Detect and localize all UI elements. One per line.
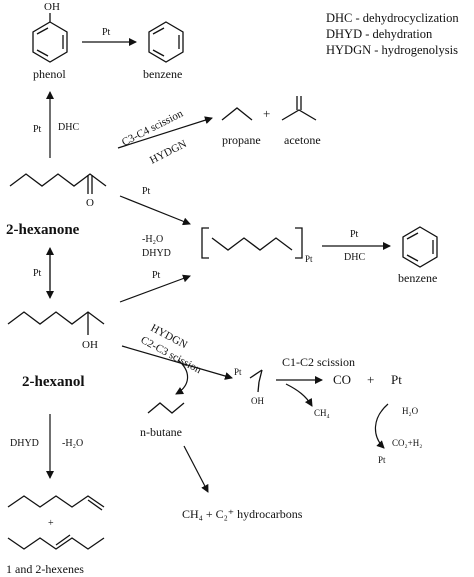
plus-propane-acetone: + — [263, 106, 270, 121]
benzene-right-structure — [402, 226, 438, 268]
hexanol-oh-label: OH — [82, 339, 98, 351]
legend-hydgn: HYDGN - hydrogenolysis — [326, 43, 458, 57]
arrow-hexanol-to-chain — [119, 274, 191, 303]
pt-left-up-label: Pt — [33, 124, 42, 135]
dhc-left-up-label: DHC — [58, 122, 79, 133]
abbreviation-legend: DHC - dehydrocyclization DHYD - dehydrat… — [326, 10, 459, 58]
benzene-top-label: benzene — [143, 67, 182, 81]
co-label: CO — [333, 372, 351, 387]
pt-regen-label: Pt — [378, 455, 386, 465]
pt-intermediate-structure — [249, 369, 263, 393]
hexanol-structure — [7, 311, 105, 335]
pt-chain-sub-label: Pt — [305, 254, 313, 264]
pt-hexanol-right-label: Pt — [152, 270, 161, 281]
pt-intermediate-label: Pt — [234, 367, 242, 377]
arrow-curved-to-ch4 — [285, 383, 313, 407]
plus-co-pt: + — [367, 372, 374, 387]
phenol-oh-label: OH — [44, 1, 60, 13]
co2h2-label: CO₂+H₂ — [392, 438, 422, 448]
pt-hexanone-mid-label: Pt — [142, 186, 151, 197]
benzene-top-structure — [148, 21, 184, 63]
minus-h2o-mid-label: -H₂O — [142, 234, 163, 245]
propane-label: propane — [222, 133, 261, 147]
hexene-2-structure — [7, 534, 105, 550]
arrow-hexanol-to-intermediate — [121, 345, 233, 380]
legend-dhyd: DHYD - dehydration — [326, 27, 433, 41]
hydrocarbons-label: CH₄ + C₂⁺ hydrocarbons — [182, 507, 303, 521]
pt-top-label: Pt — [102, 27, 111, 38]
ch4-small-label: CH₄ — [314, 408, 330, 418]
minus-h2o-lower-label: -H₂O — [62, 438, 83, 449]
benzene-right-label: benzene — [398, 271, 437, 285]
hexanone-label: 2-hexanone — [6, 222, 80, 238]
phenol-label: phenol — [33, 67, 66, 81]
c1c2-scission-label: C1-C2 scission — [282, 355, 355, 369]
acetone-structure — [281, 96, 317, 121]
ketone-o-label: O — [86, 197, 94, 209]
pt-chain-arrow-label: Pt — [350, 229, 359, 240]
hydgn-upper-label: HYDGN — [148, 138, 189, 167]
pt-left-mid-label: Pt — [33, 268, 42, 279]
arrow-curved-pt-regeneration — [374, 403, 389, 449]
pt-after-co-label: Pt — [391, 372, 402, 387]
phenol-structure — [32, 13, 68, 63]
propane-structure — [221, 107, 253, 121]
arrow-curved-to-nbutane — [175, 359, 189, 395]
hexanol-label: 2-hexanol — [22, 374, 85, 390]
plus-hexenes: + — [48, 518, 54, 529]
hexene-1-structure — [7, 495, 105, 511]
arrow-nbutane-to-hydrocarbons — [183, 445, 209, 493]
nbutane-structure — [147, 402, 185, 414]
h2o-small-label: H₂O — [402, 406, 419, 416]
dhyd-lower-label: DHYD — [10, 438, 39, 449]
hexenes-label: 1 and 2-hexenes — [6, 562, 84, 576]
nbutane-label: n-butane — [140, 425, 182, 439]
oh-intermediate-label: OH — [251, 396, 264, 406]
dhyd-mid-label: DHYD — [142, 248, 171, 259]
legend-dhc: DHC - dehydrocyclization — [326, 11, 459, 25]
hexane-chain-on-pt — [201, 227, 303, 259]
dhc-chain-arrow-label: DHC — [344, 252, 365, 263]
arrow-hexanone-to-propane-acetone — [117, 116, 213, 149]
acetone-label: acetone — [284, 133, 321, 147]
arrow-hexanone-to-chain — [119, 195, 191, 226]
hexanone-structure — [9, 173, 107, 194]
